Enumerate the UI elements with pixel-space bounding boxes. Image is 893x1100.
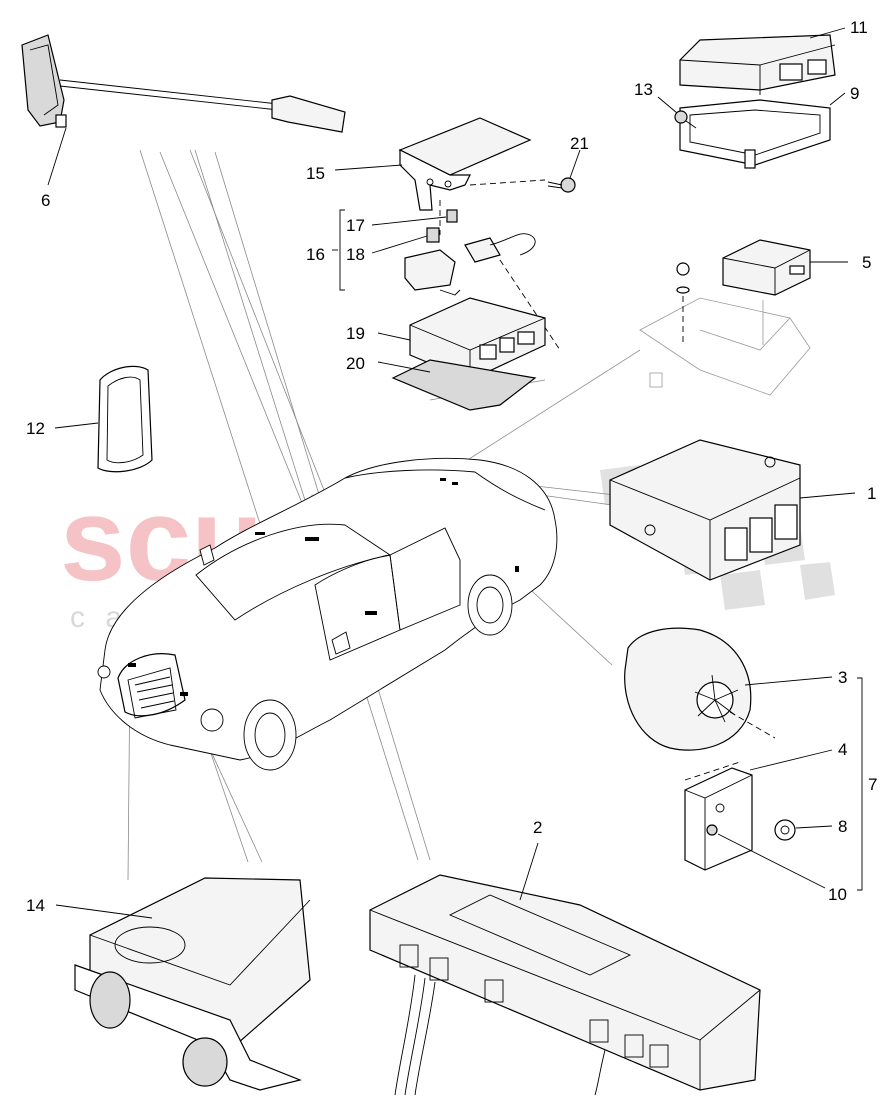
part-2-control-unit xyxy=(369,842,761,1096)
part-17-clip xyxy=(446,209,458,223)
bracket-7 xyxy=(857,677,863,891)
part-10-nut xyxy=(706,824,826,889)
callout-14: 14 xyxy=(26,896,45,915)
marker-d xyxy=(440,478,446,481)
callout-12: 12 xyxy=(26,419,45,438)
grille xyxy=(127,667,177,719)
part-6-antenna xyxy=(21,34,346,186)
callout-7: 7 xyxy=(868,775,877,794)
callout-18: 18 xyxy=(346,245,365,264)
part-20-pad xyxy=(377,359,537,411)
callout-8: 8 xyxy=(838,817,847,836)
part-5-module xyxy=(722,239,848,296)
callout-labels: 1 2 3 4 5 6 7 8 9 10 11 12 13 14 15 16 1… xyxy=(26,18,877,915)
marker-a xyxy=(255,532,265,535)
part-12-pad xyxy=(54,365,153,473)
callout-10: 10 xyxy=(828,885,847,904)
part-13-screw xyxy=(657,96,697,129)
mounting-tray xyxy=(639,262,811,396)
callout-16: 16 xyxy=(306,245,325,264)
callout-5: 5 xyxy=(862,253,871,272)
part-4-bracket xyxy=(684,749,833,871)
callout-9: 9 xyxy=(850,84,859,103)
marker-e xyxy=(452,482,458,485)
marker-h xyxy=(180,692,188,696)
callout-11: 11 xyxy=(850,18,868,37)
marker-g xyxy=(128,663,136,667)
callout-13: 13 xyxy=(634,80,653,99)
callout-4: 4 xyxy=(838,740,847,759)
part-21-screw xyxy=(547,149,581,193)
part-1-module xyxy=(609,439,856,581)
part-15-bracket xyxy=(334,117,532,211)
marker-b xyxy=(305,537,319,541)
part-9-bracket xyxy=(679,92,846,169)
callout-1: 1 xyxy=(867,484,876,503)
callout-20: 20 xyxy=(346,354,365,373)
part-19-module xyxy=(377,297,546,381)
callout-2: 2 xyxy=(533,818,542,837)
callout-19: 19 xyxy=(346,324,365,343)
callout-6: 6 xyxy=(41,191,50,210)
part-8-nut xyxy=(774,819,833,841)
part-14-sensor xyxy=(55,877,311,1091)
marker-f xyxy=(515,566,519,572)
callout-17: 17 xyxy=(346,216,365,235)
part-11-control-unit xyxy=(679,27,846,95)
callout-15: 15 xyxy=(306,164,325,183)
part-18-relay xyxy=(426,227,440,243)
marker-c xyxy=(365,611,377,615)
callout-3: 3 xyxy=(838,668,847,687)
part-3-siren xyxy=(624,627,833,751)
part-16-wiring-group xyxy=(332,209,561,351)
callout-21: 21 xyxy=(570,134,589,153)
car-illustration xyxy=(97,458,558,771)
